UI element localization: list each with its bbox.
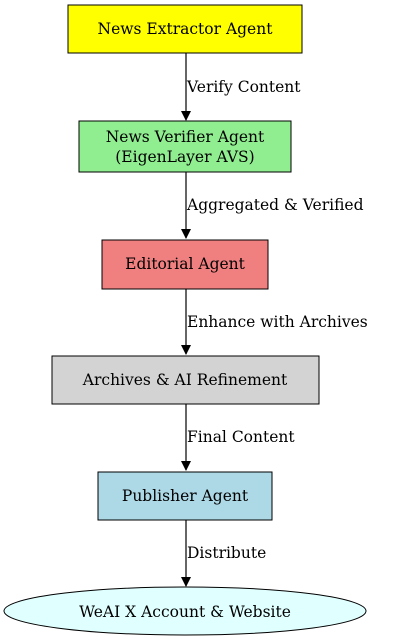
- edge-final: Final Content: [181, 404, 295, 471]
- node-label: Archives & AI Refinement: [82, 371, 288, 389]
- edge-label-distribute: Distribute: [187, 544, 266, 562]
- node-box: [101, 239, 269, 290]
- node-news-verifier: News Verifier Agent (EigenLayer AVS): [78, 120, 292, 173]
- node-label: WeAI X Account & Website: [79, 603, 291, 621]
- node-ellipse: [3, 586, 367, 636]
- node-box: [67, 4, 303, 54]
- node-output: WeAI X Account & Website: [3, 586, 367, 636]
- node-label-line2: (EigenLayer AVS): [115, 148, 254, 166]
- node-editorial: Editorial Agent: [101, 239, 269, 290]
- node-label: News Extractor Agent: [98, 20, 274, 38]
- edge-label-final: Final Content: [187, 428, 295, 446]
- node-box: [51, 355, 320, 405]
- node-label: Editorial Agent: [125, 255, 246, 273]
- node-label: Publisher Agent: [122, 487, 249, 505]
- edge-label-aggregated: Aggregated & Verified: [186, 196, 364, 214]
- edge-aggregated: Aggregated & Verified: [181, 172, 364, 239]
- edge-distribute: Distribute: [181, 520, 266, 587]
- edge-label-enhance: Enhance with Archives: [187, 313, 368, 331]
- node-publisher: Publisher Agent: [97, 471, 273, 521]
- edge-verify: Verify Content: [181, 53, 301, 121]
- node-label-line1: News Verifier Agent: [106, 128, 265, 146]
- node-box: [78, 120, 292, 173]
- node-archives: Archives & AI Refinement: [51, 355, 320, 405]
- edge-enhance: Enhance with Archives: [181, 289, 368, 355]
- edge-label-verify: Verify Content: [186, 78, 301, 96]
- node-news-extractor: News Extractor Agent: [67, 4, 303, 54]
- node-box: [97, 471, 273, 521]
